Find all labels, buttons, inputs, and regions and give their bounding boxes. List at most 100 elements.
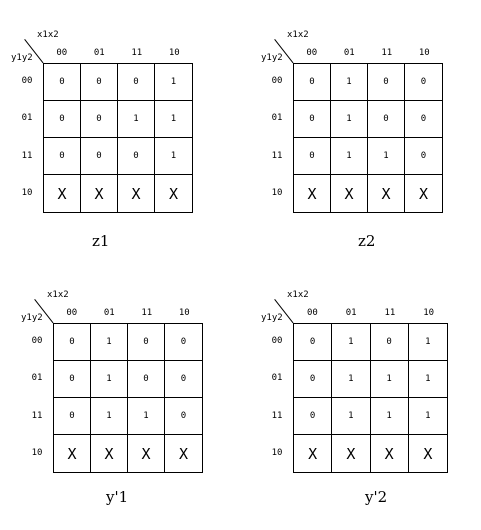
kmap-cell: 0 (118, 138, 155, 175)
kmap-cell: 1 (368, 138, 405, 175)
column-header: 00 (66, 308, 78, 318)
column-header: 00 (56, 48, 68, 58)
kmap-cell: 1 (370, 361, 409, 398)
kmap-caption: z1 (92, 232, 110, 250)
kmap-cell: X (128, 435, 165, 472)
kmap-cell: 0 (44, 138, 81, 175)
kmap-cell: 1 (155, 138, 192, 175)
row-header: 10 (21, 188, 33, 199)
column-header: 11 (384, 308, 396, 318)
row-header: 01 (31, 373, 43, 384)
kmap-cell: 0 (294, 398, 333, 435)
kmap-cell: X (332, 435, 371, 472)
kmap-cell: 1 (332, 398, 371, 435)
column-header: 11 (381, 48, 393, 58)
row-variable-label: y1y2 (261, 53, 283, 63)
row-header: 01 (271, 373, 283, 384)
kmap-caption: z2 (358, 232, 376, 250)
kmap-cell: 1 (155, 64, 192, 101)
kmap-cell: 0 (294, 138, 331, 175)
kmap-cell: 1 (91, 398, 128, 435)
column-header: 11 (141, 308, 153, 318)
kmap-cell: 1 (155, 101, 192, 138)
row-header: 10 (31, 448, 43, 459)
row-header: 11 (21, 150, 33, 161)
kmap-cell: 0 (118, 64, 155, 101)
kmap-cell: X (178, 444, 189, 463)
kmap-cell: 0 (81, 101, 118, 138)
kmap-cell: X (331, 175, 368, 212)
row-header: 00 (271, 335, 283, 346)
kmap-cell: 1 (408, 324, 447, 361)
kmap-cell: 1 (408, 398, 447, 435)
kmap-cell: 1 (91, 324, 128, 361)
row-header: 00 (21, 75, 33, 86)
kmap-cell: X (81, 175, 118, 212)
column-variable-label: x1x2 (287, 290, 309, 300)
row-header: 11 (271, 410, 283, 421)
column-header: 10 (418, 48, 430, 58)
kmap-cell: 0 (81, 64, 118, 101)
kmap-cell: 0 (54, 361, 91, 398)
column-header: 10 (178, 308, 190, 318)
kmap-cell: 0 (370, 324, 409, 361)
kmap-cell: 1 (331, 64, 368, 101)
kmap-cell: 0 (294, 324, 333, 361)
column-variable-label: x1x2 (47, 290, 69, 300)
kmap-cell: 0 (294, 361, 333, 398)
column-header: 01 (93, 48, 105, 58)
kmap-cell: 1 (370, 398, 409, 435)
kmap-cell: X (44, 175, 81, 212)
row-header: 10 (271, 188, 283, 199)
kmap-cell: 1 (332, 324, 371, 361)
kmap-cell: 0 (54, 324, 91, 361)
row-variable-label: y1y2 (261, 313, 283, 323)
row-header: 11 (271, 150, 283, 161)
kmap-cell: X (371, 435, 409, 472)
kmap-cell: 0 (294, 101, 331, 138)
row-header: 01 (271, 113, 283, 124)
kmap-cell: 1 (331, 138, 368, 175)
row-header: 10 (271, 448, 283, 459)
column-header: 00 (306, 48, 318, 58)
kmap-cell: 0 (294, 64, 331, 101)
kmap-cell: X (368, 175, 405, 212)
column-header: 11 (131, 48, 143, 58)
kmap-cell: X (294, 435, 333, 472)
kmap-cell: 0 (81, 138, 118, 175)
row-variable-label: y1y2 (11, 53, 33, 63)
kmap-cell: 0 (128, 324, 165, 361)
kmap-cell: 0 (165, 361, 202, 398)
kmap-cell: 1 (331, 101, 368, 138)
column-header: 10 (423, 308, 435, 318)
row-header: 01 (21, 113, 33, 124)
kmap-cell: 0 (165, 324, 202, 361)
kmap-cell: X (91, 435, 128, 472)
kmap-cell: 0 (44, 64, 81, 101)
row-header: 00 (271, 75, 283, 86)
kmap-cell: X (423, 444, 433, 463)
row-variable-label: y1y2 (21, 313, 43, 323)
column-header: 01 (103, 308, 115, 318)
kmap-cell: 0 (368, 101, 405, 138)
kmap-cell: X (54, 435, 91, 472)
column-variable-label: x1x2 (37, 30, 59, 40)
kmap-cell: X (168, 184, 179, 203)
kmap-cell: 0 (165, 398, 202, 435)
kmap-cell: 1 (128, 398, 165, 435)
kmap-cell: 1 (332, 361, 371, 398)
kmap-cell: 0 (368, 64, 405, 101)
kmap-cell: 1 (91, 361, 128, 398)
kmap-cell: 0 (405, 64, 442, 101)
kmap-cell: X (118, 175, 155, 212)
kmap-caption: y'2 (365, 488, 388, 506)
column-header: 01 (343, 48, 355, 58)
